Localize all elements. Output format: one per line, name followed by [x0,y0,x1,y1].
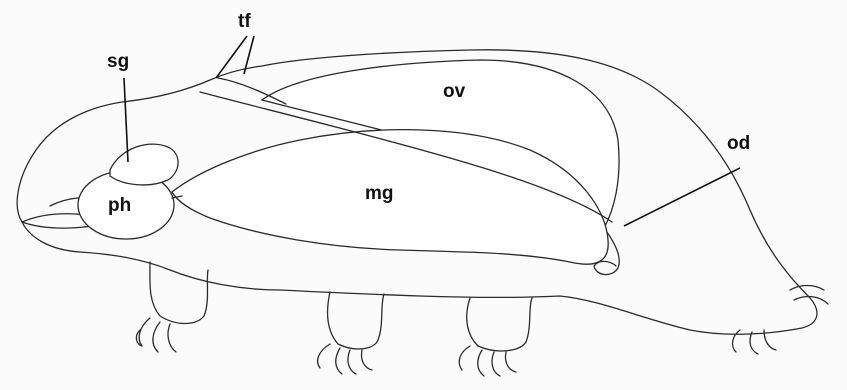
leg-2 [328,292,384,349]
sg-leader [124,78,128,162]
claws-leg-1 [136,318,176,352]
leg-3 [467,298,532,351]
label-mg: mg [365,184,394,203]
leg-1 [150,262,208,324]
label-ov: ov [443,82,465,101]
label-sg: sg [107,52,129,71]
label-tf: tf [238,12,251,31]
label-ph: ph [108,196,131,215]
claws-leg-4 [733,286,828,355]
label-od: od [727,134,750,153]
salivary-gland [110,144,178,185]
od-leader [624,168,740,226]
